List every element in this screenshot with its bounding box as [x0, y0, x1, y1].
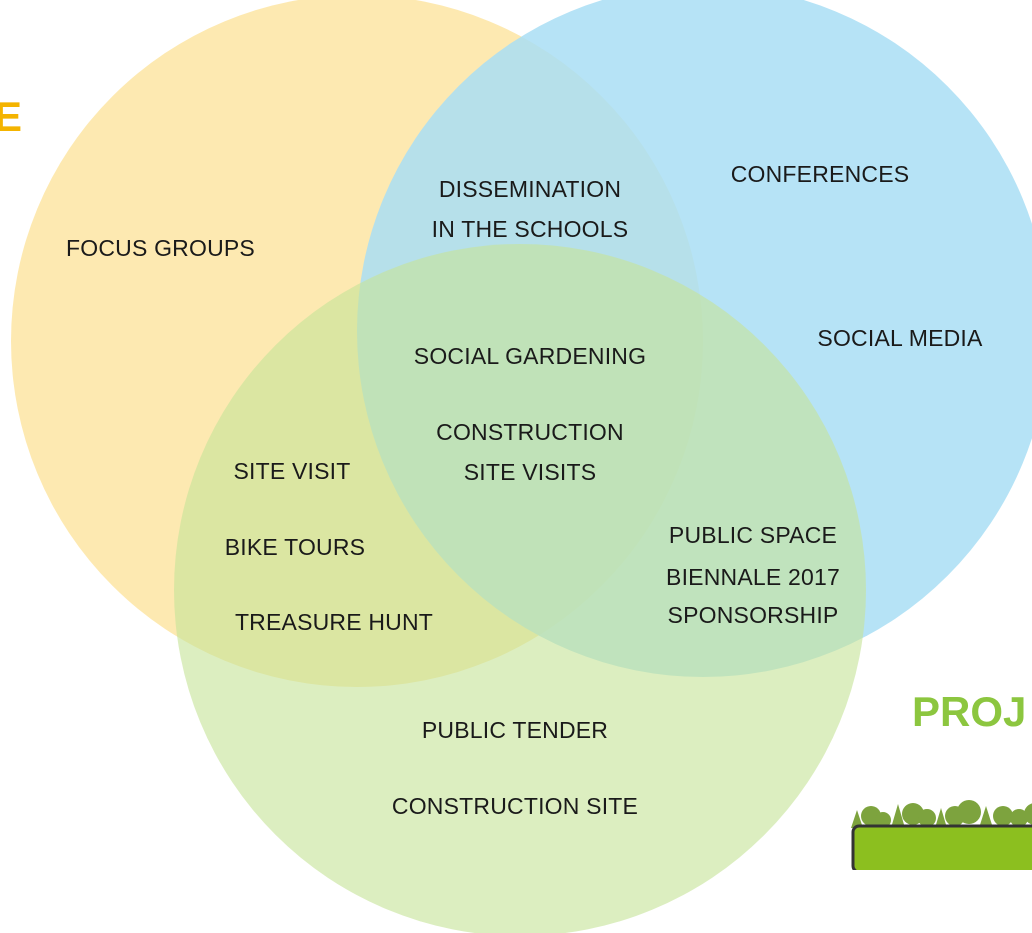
- label-construction-site: CONSTRUCTION SITE: [391, 793, 639, 819]
- label-construction-line1: CONSTRUCTION: [436, 419, 624, 445]
- label-dissemination-line1: DISSEMINATION: [438, 176, 622, 202]
- label-focus-groups: FOCUS GROUPS: [66, 235, 255, 261]
- right-title-cropped: PROJ: [912, 688, 1027, 735]
- label-dissemination-line2: IN THE SCHOOLS: [431, 216, 629, 242]
- green-roof-trees-icon: [851, 800, 1032, 870]
- label-public-tender: PUBLIC TENDER: [421, 717, 609, 743]
- left-title-cropped: E: [0, 93, 23, 140]
- label-public-space-line3: SPONSORSHIP: [667, 602, 839, 628]
- label-conferences: CONFERENCES: [730, 161, 910, 187]
- label-bike-tours: BIKE TOURS: [224, 534, 366, 560]
- label-construction-line2: SITE VISITS: [463, 459, 597, 485]
- label-social-media: SOCIAL MEDIA: [817, 325, 983, 351]
- label-site-visit: SITE VISIT: [233, 458, 351, 484]
- label-treasure-hunt: TREASURE HUNT: [234, 609, 434, 635]
- circle-bottom: [174, 244, 866, 933]
- label-social-gardening: SOCIAL GARDENING: [413, 343, 647, 369]
- label-public-space-line1: PUBLIC SPACE: [668, 522, 838, 548]
- label-public-space-line2: BIENNALE 2017: [666, 564, 840, 590]
